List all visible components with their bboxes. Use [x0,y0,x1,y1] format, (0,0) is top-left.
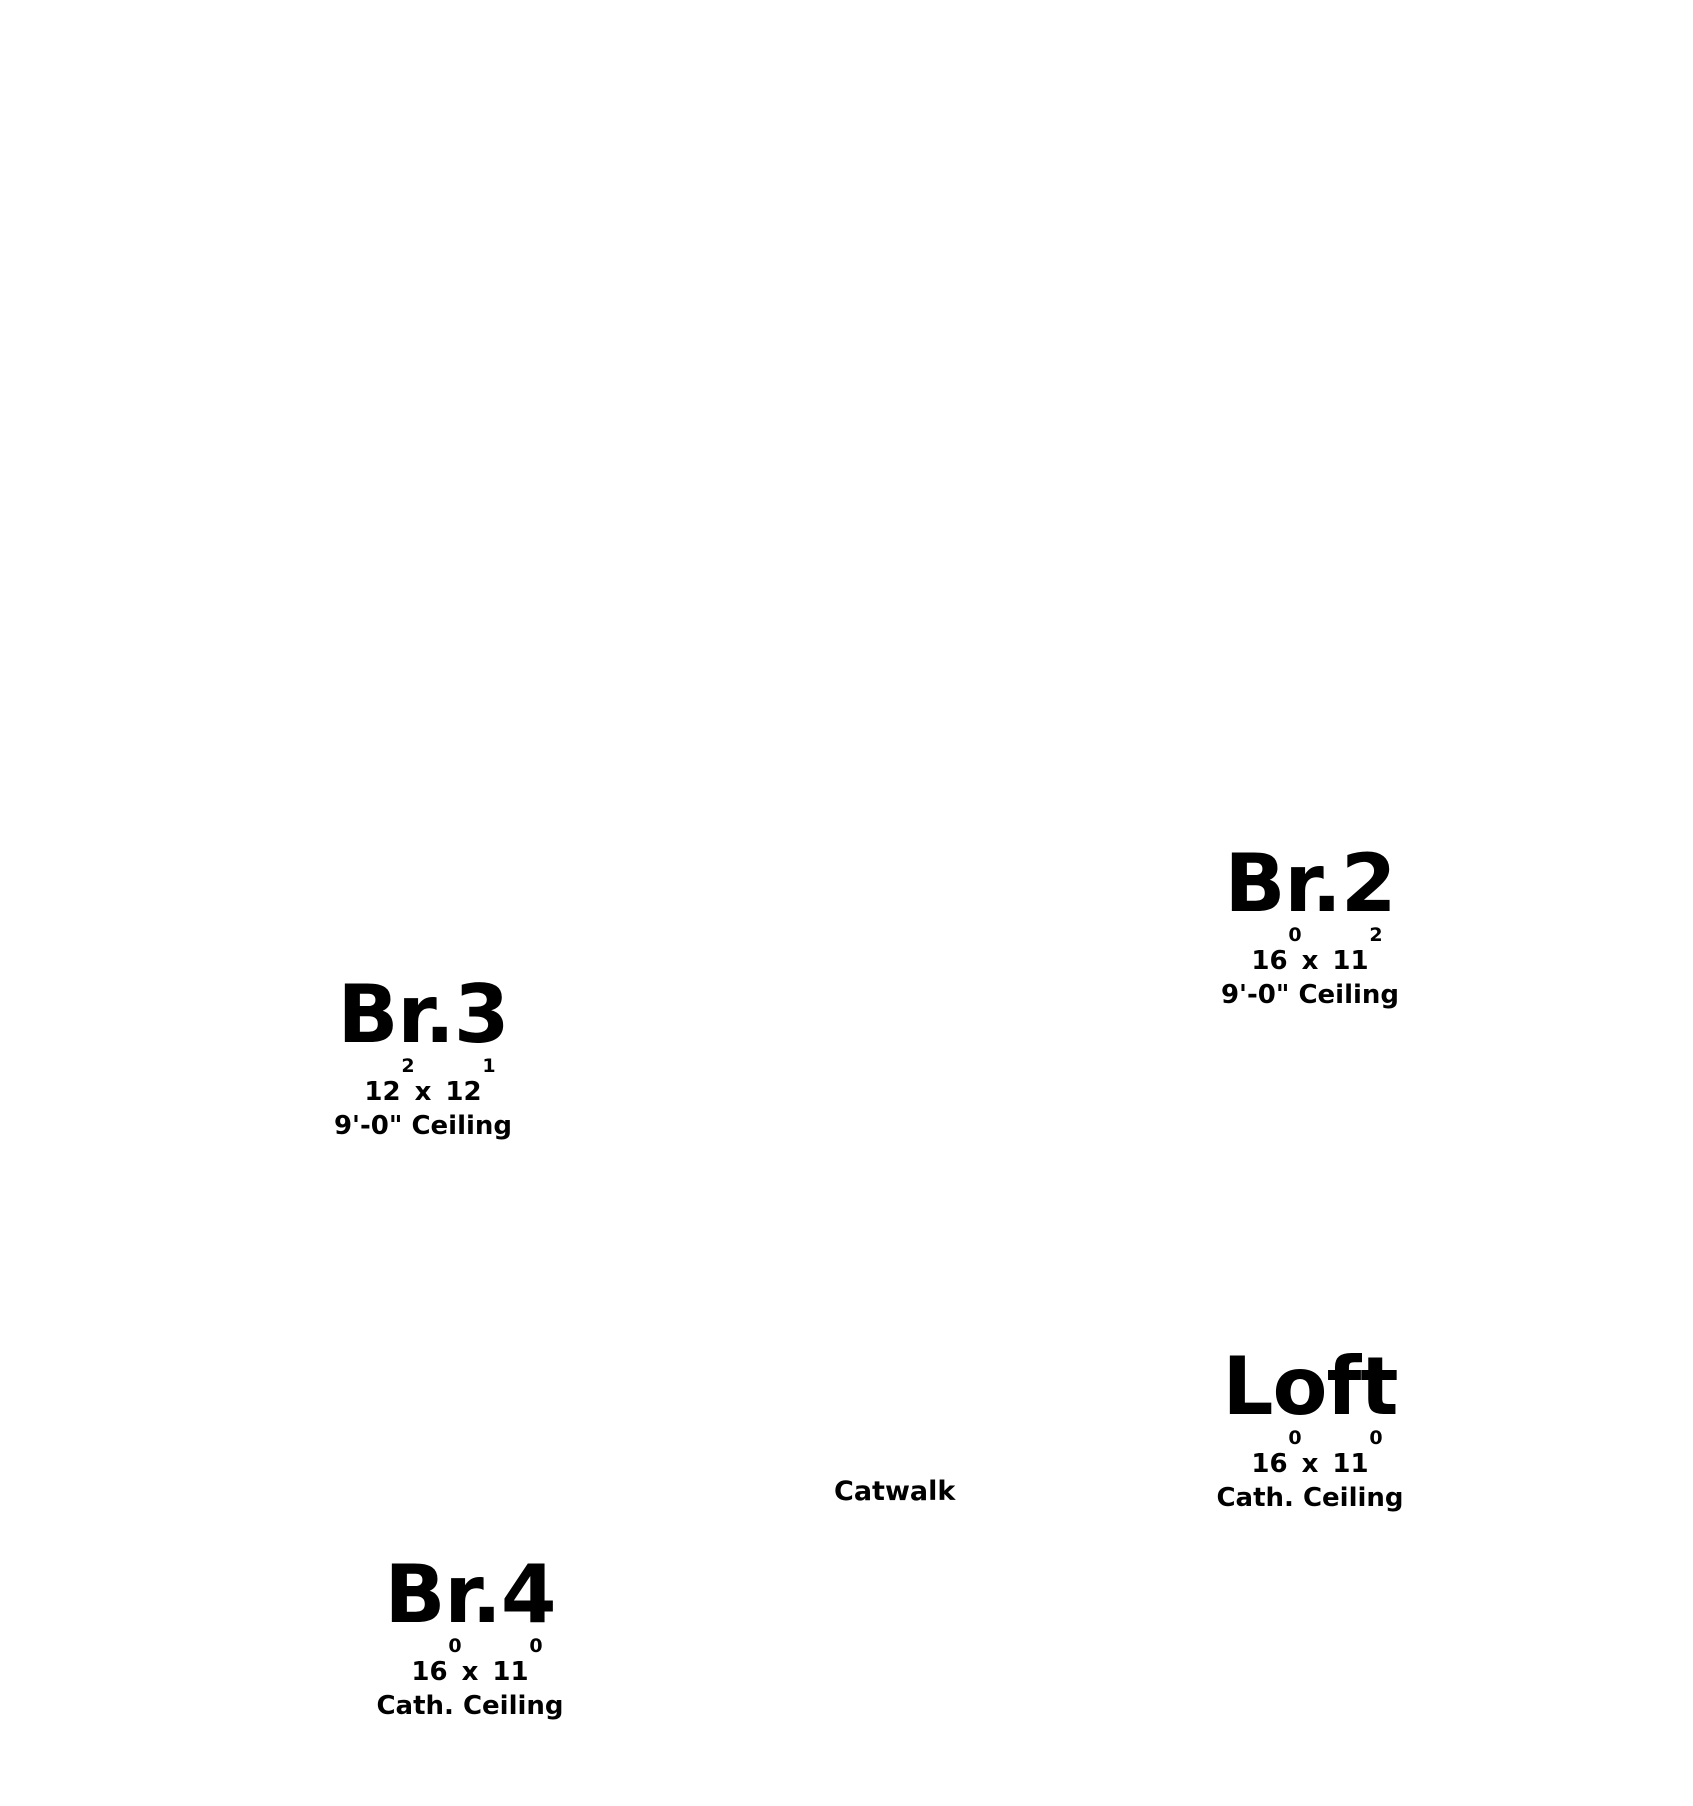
room-name: Br.3 [337,968,509,1061]
room-length-feet: 11 [1332,946,1369,976]
dimension-separator: x [461,1657,479,1687]
room-length-inches: 1 [482,1055,496,1077]
room-length-feet: 11 [492,1657,529,1687]
room-length-inches: 2 [1369,924,1383,946]
room-length-feet: 11 [1332,1449,1369,1479]
room-width-inches: 2 [401,1055,415,1077]
room-ceiling: 9'-0" Ceiling [333,1111,513,1141]
room-ceiling: Cath. Ceiling [376,1691,564,1721]
room-width-inches: 0 [1288,1427,1302,1449]
room-width-feet: 12 [364,1077,401,1107]
room-ceiling: 9'-0" Ceiling [1220,980,1400,1010]
dimension-separator: x [414,1077,432,1107]
room-width-inches: 0 [448,1635,462,1657]
room-name: Loft [1222,1340,1399,1433]
room-name: Br.4 [384,1548,556,1641]
dimension-separator: x [1301,946,1319,976]
room-width-feet: 16 [1251,946,1288,976]
room-name: Br.2 [1224,837,1396,930]
room-length-inches: 0 [1369,1427,1383,1449]
room-length-feet: 12 [445,1077,482,1107]
catwalk-label: Catwalk [834,1476,956,1507]
room-length-inches: 0 [529,1635,543,1657]
room-ceiling: Cath. Ceiling [1216,1483,1404,1513]
room-width-feet: 16 [411,1657,448,1687]
dimension-separator: x [1301,1449,1319,1479]
room-width-feet: 16 [1251,1449,1288,1479]
room-width-inches: 0 [1288,924,1302,946]
